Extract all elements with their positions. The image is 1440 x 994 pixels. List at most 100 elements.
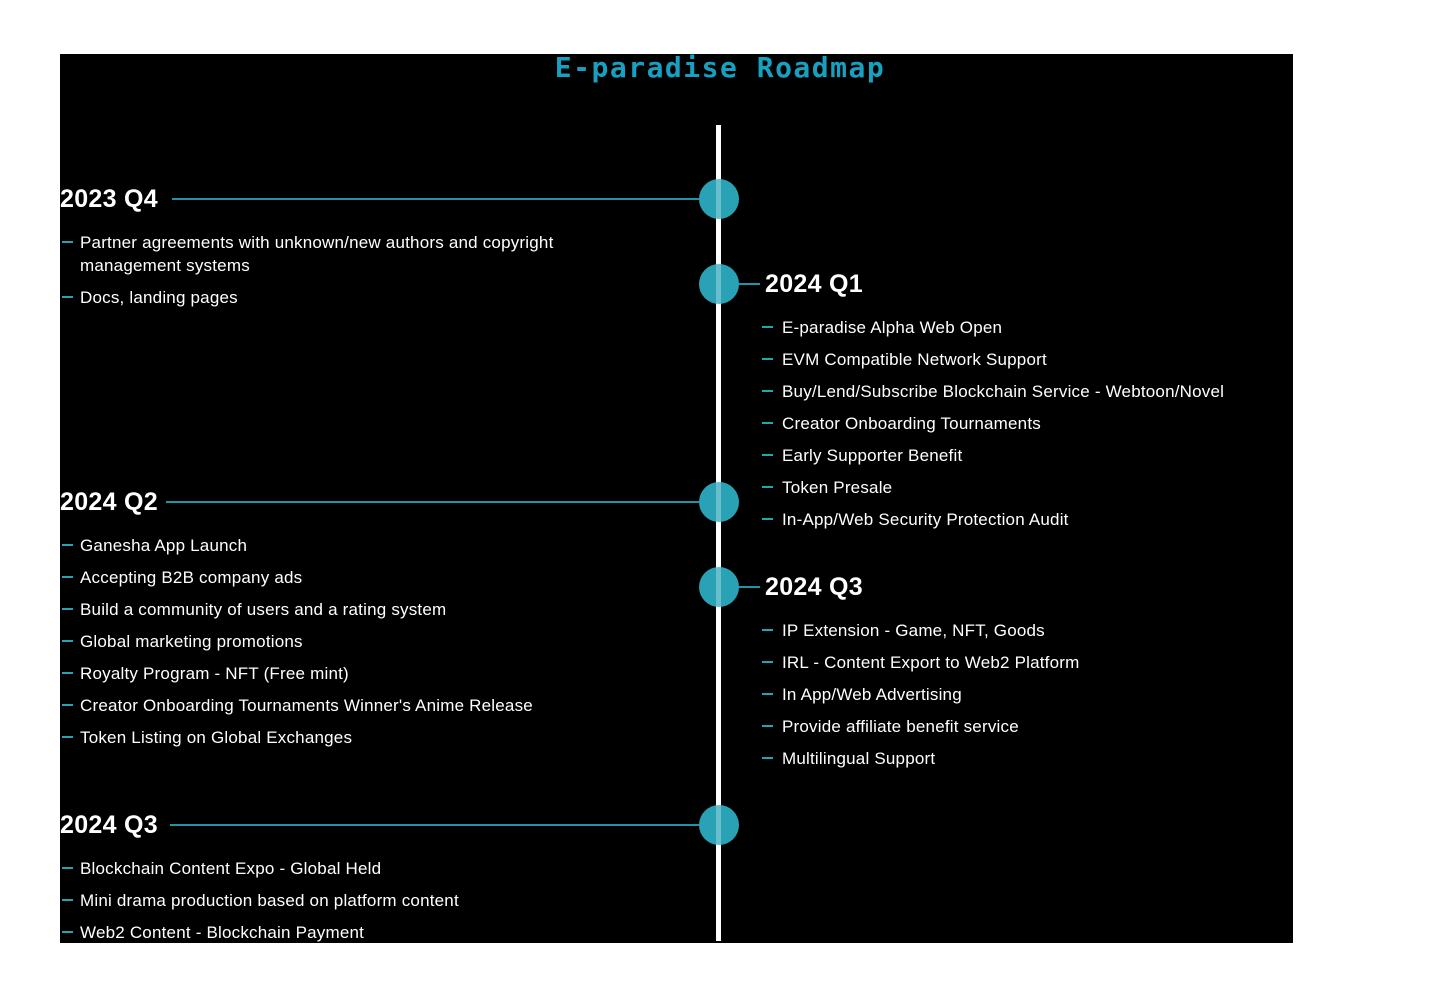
timeline-node-2024-q1 [699, 264, 739, 304]
dash-icon [62, 736, 73, 738]
roadmap-canvas: 2023 Q4 Partner agreements with unknown/… [60, 54, 1293, 943]
item-label: Buy/Lend/Subscribe Blockchain Service - … [782, 382, 1225, 401]
item-label: Partner agreements with unknown/new auth… [80, 233, 554, 275]
dash-icon [762, 757, 773, 759]
roadmap-item: Mini drama production based on platform … [62, 889, 600, 912]
item-label: Creator Onboarding Tournaments [782, 414, 1041, 433]
dash-icon [762, 422, 773, 424]
dash-icon [62, 576, 73, 578]
roadmap-item: Buy/Lend/Subscribe Blockchain Service - … [762, 380, 1293, 403]
dash-icon [762, 629, 773, 631]
item-label: Creator Onboarding Tournaments Winner's … [80, 696, 533, 715]
page-title: E-paradise Roadmap [554, 51, 886, 84]
item-label: Token Listing on Global Exchanges [80, 728, 353, 747]
connector-line-2024-q2 [166, 501, 719, 503]
dash-icon [62, 899, 73, 901]
roadmap-item: In App/Web Advertising [762, 683, 1293, 706]
dash-icon [762, 486, 773, 488]
roadmap-item: Royalty Program - NFT (Free mint) [62, 662, 600, 685]
item-label: Blockchain Content Expo - Global Held [80, 859, 382, 878]
milestone-item-list: Partner agreements with unknown/new auth… [62, 231, 600, 309]
roadmap-item: Build a community of users and a rating … [62, 598, 600, 621]
dash-icon [762, 518, 773, 520]
dash-icon [762, 326, 773, 328]
milestone-2023-q4: 2023 Q4 Partner agreements with unknown/… [60, 185, 600, 318]
timeline-node-2024-q3-right [699, 567, 739, 607]
dash-icon [62, 672, 73, 674]
item-label: Build a community of users and a rating … [80, 600, 447, 619]
dash-icon [762, 661, 773, 663]
timeline-line [716, 125, 721, 941]
roadmap-item: Global marketing promotions [62, 630, 600, 653]
dash-icon [62, 640, 73, 642]
item-label: Multilingual Support [782, 749, 936, 768]
item-label: Accepting B2B company ads [80, 568, 303, 587]
item-label: IRL - Content Export to Web2 Platform [782, 653, 1080, 672]
roadmap-item: Creator Onboarding Tournaments Winner's … [62, 694, 600, 717]
roadmap-item: Token Presale [762, 476, 1293, 499]
item-label: Web2 Content - Blockchain Payment [80, 923, 365, 942]
roadmap-item: Ganesha App Launch [62, 534, 600, 557]
roadmap-item: IP Extension - Game, NFT, Goods [762, 619, 1293, 642]
dash-icon [762, 454, 773, 456]
item-label: In App/Web Advertising [782, 685, 962, 704]
milestone-title: 2024 Q3 [60, 811, 159, 839]
milestone-title: 2024 Q3 [765, 573, 864, 601]
item-label: Token Presale [782, 478, 893, 497]
item-label: Docs, landing pages [80, 288, 238, 307]
roadmap-item: Provide affiliate benefit service [762, 715, 1293, 738]
dash-icon [62, 241, 73, 243]
milestone-title: 2024 Q2 [60, 488, 159, 516]
roadmap-item: Creator Onboarding Tournaments [762, 412, 1293, 435]
milestone-title: 2023 Q4 [60, 185, 159, 213]
roadmap-item: Early Supporter Benefit [762, 444, 1293, 467]
item-label: Early Supporter Benefit [782, 446, 963, 465]
dash-icon [762, 358, 773, 360]
item-label: Provide affiliate benefit service [782, 717, 1019, 736]
dash-icon [62, 867, 73, 869]
roadmap-item: Web2 Content - Blockchain Payment [62, 921, 600, 943]
item-label: Royalty Program - NFT (Free mint) [80, 664, 349, 683]
roadmap-item: E-paradise Alpha Web Open [762, 316, 1293, 339]
item-label: EVM Compatible Network Support [782, 350, 1047, 369]
dash-icon [62, 544, 73, 546]
roadmap-item: In-App/Web Security Protection Audit [762, 508, 1293, 531]
dash-icon [62, 931, 73, 933]
timeline-node-2024-q2 [699, 482, 739, 522]
roadmap-item: Docs, landing pages [62, 286, 600, 309]
connector-line-2024-q3-right [719, 586, 760, 588]
dash-icon [762, 725, 773, 727]
roadmap-item: EVM Compatible Network Support [762, 348, 1293, 371]
item-label: Mini drama production based on platform … [80, 891, 459, 910]
timeline-node-2023-q4 [699, 179, 739, 219]
roadmap-item: IRL - Content Export to Web2 Platform [762, 651, 1293, 674]
dash-icon [62, 704, 73, 706]
roadmap-item: Token Listing on Global Exchanges [62, 726, 600, 749]
item-label: Ganesha App Launch [80, 536, 248, 555]
dash-icon [762, 390, 773, 392]
item-label: In-App/Web Security Protection Audit [782, 510, 1069, 529]
dash-icon [762, 693, 773, 695]
milestone-title: 2024 Q1 [765, 270, 864, 298]
item-label: Global marketing promotions [80, 632, 303, 651]
dash-icon [62, 296, 73, 298]
connector-line-2024-q1 [719, 283, 760, 285]
roadmap-item: Partner agreements with unknown/new auth… [62, 231, 600, 277]
milestone-2024-q3-left: 2024 Q3 Blockchain Content Expo - Global… [60, 811, 600, 943]
item-label: E-paradise Alpha Web Open [782, 318, 1003, 337]
roadmap-item: Accepting B2B company ads [62, 566, 600, 589]
roadmap-item: Multilingual Support [762, 747, 1293, 770]
timeline-node-2024-q3-left [699, 805, 739, 845]
connector-line-2023-q4 [172, 198, 719, 200]
dash-icon [62, 608, 73, 610]
connector-line-2024-q3-left [170, 824, 719, 826]
item-label: IP Extension - Game, NFT, Goods [782, 621, 1045, 640]
roadmap-item: Blockchain Content Expo - Global Held [62, 857, 600, 880]
